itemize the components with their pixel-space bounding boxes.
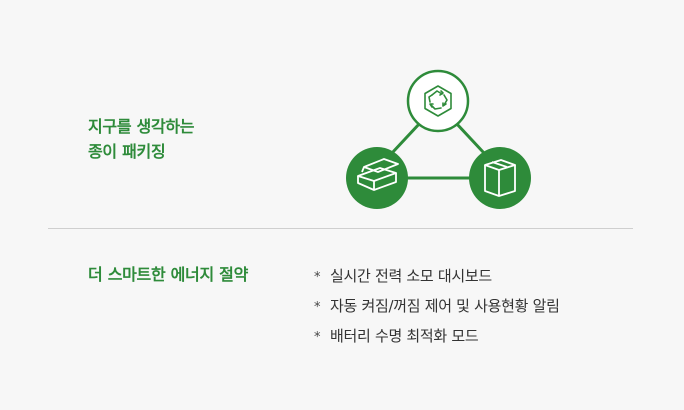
open-box-icon	[346, 147, 408, 209]
energy-feature-list: * 실시간 전력 소모 대시보드 * 자동 켜짐/꺼짐 제어 및 사용현황 알림 *…	[314, 262, 560, 352]
feature-item: * 자동 켜짐/꺼짐 제어 및 사용현황 알림	[314, 292, 560, 322]
connector-lines	[390, 121, 486, 180]
packaging-title-line2: 종이 패키징	[88, 142, 166, 161]
packaging-cycle-diagram	[346, 69, 531, 209]
packaging-section-title: 지구를 생각하는 종이 패키징	[88, 114, 288, 164]
bullet-asterisk: *	[314, 300, 321, 315]
feature-text: 실시간 전력 소모 대시보드	[330, 267, 492, 285]
energy-section-title: 더 스마트한 에너지 절약	[88, 265, 249, 284]
feature-item: * 실시간 전력 소모 대시보드	[314, 262, 560, 292]
bullet-asterisk: *	[314, 270, 321, 285]
recycle-hexagon-icon	[406, 69, 470, 133]
closed-box-icon	[469, 147, 531, 209]
section-divider	[48, 228, 633, 229]
packaging-title-line1: 지구를 생각하는	[88, 117, 195, 136]
feature-item: * 배터리 수명 최적화 모드	[314, 322, 560, 352]
feature-text: 자동 켜짐/꺼짐 제어 및 사용현황 알림	[330, 297, 560, 315]
feature-text: 배터리 수명 최적화 모드	[330, 327, 479, 345]
bullet-asterisk: *	[314, 330, 321, 345]
